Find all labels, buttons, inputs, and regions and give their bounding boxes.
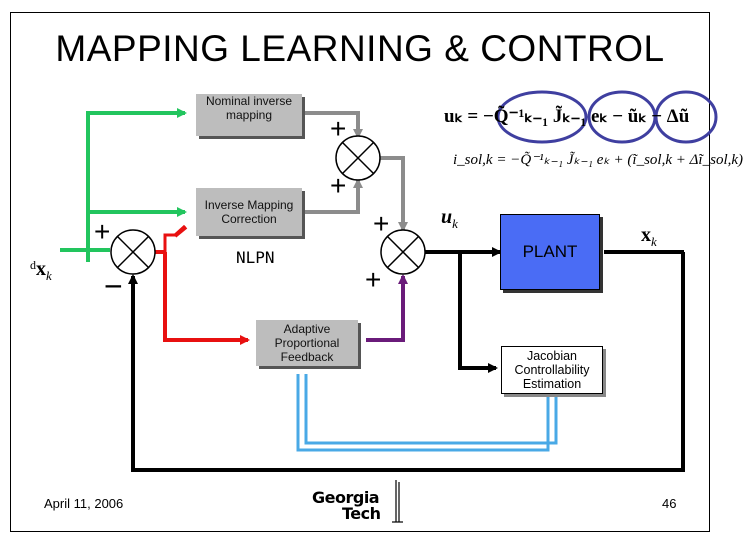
- output-state-sub: k: [651, 234, 657, 249]
- adaptive-feedback-block: Adaptive Proportional Feedback: [256, 320, 358, 366]
- main-sum-plus-top: +: [373, 208, 390, 239]
- summing-junction-error: [110, 229, 156, 275]
- desired-state-symbol: x: [36, 258, 46, 280]
- equation-highlight-circles: [496, 90, 718, 144]
- error-sum-minus: −: [104, 268, 123, 304]
- inverse-mapping-correction-label: Inverse Mapping Correction: [204, 198, 294, 226]
- inverse-mapping-correction-block: Inverse Mapping Correction: [196, 188, 302, 236]
- plant-label: PLANT: [522, 242, 578, 261]
- jacobian-estimation-label: Jacobian Controllability Estimation: [514, 349, 590, 391]
- summing-junction-top: [335, 135, 381, 181]
- green-feedforward-lines: [60, 108, 187, 262]
- control-signal-symbol: u: [441, 206, 453, 228]
- georgia-tech-logo-text: Georgia Tech: [312, 490, 381, 522]
- jacobian-estimation-block: Jacobian Controllability Estimation: [501, 346, 603, 394]
- nlpn-label: NLPN: [236, 248, 275, 267]
- page-number: 46: [662, 496, 677, 511]
- red-error-lines: [154, 224, 250, 345]
- output-state-label: xk: [641, 224, 657, 250]
- top-sum-plus-top: +: [330, 113, 347, 144]
- current-solution-equation: i_sol,k = −Q̃⁻¹ₖ₋₁ J̃ₖ₋₁ eₖ + (ĩ_sol,k +…: [453, 152, 743, 168]
- plant-block: PLANT: [500, 214, 600, 290]
- main-sum-plus-bottom: +: [365, 264, 382, 295]
- purple-feedback-line: [366, 274, 408, 342]
- summing-junction-main: [380, 229, 426, 275]
- control-signal-sub: k: [452, 216, 458, 231]
- adaptive-feedback-label: Adaptive Proportional Feedback: [274, 322, 340, 364]
- blue-parameter-lines: [296, 374, 558, 452]
- desired-state-pre: d: [30, 258, 36, 272]
- nominal-inverse-mapping-label: Nominal inverse mapping: [205, 94, 293, 122]
- gray-signal-lines: [305, 111, 408, 232]
- control-signal-label: uk: [441, 206, 458, 232]
- block-diagram: [60, 90, 718, 523]
- slide-title: MAPPING LEARNING & CONTROL: [55, 28, 665, 69]
- desired-state-label: dxk: [30, 258, 52, 284]
- output-state-symbol: x: [641, 224, 651, 246]
- control-law-equation: uₖ = −Q̃⁻¹ₖ₋₁ J̃ₖ₋₁ eₖ − ũₖ − Δũ: [444, 106, 690, 127]
- logo-line-tech: Tech: [342, 504, 381, 523]
- error-sum-plus: +: [94, 216, 111, 247]
- top-sum-plus-bottom: +: [330, 170, 347, 201]
- footer-date: April 11, 2006: [44, 496, 124, 511]
- logo-line-georgia: Georgia: [312, 488, 380, 507]
- georgia-tech-logo-graphic: [392, 480, 403, 523]
- nominal-inverse-mapping-block: Nominal inverse mapping: [196, 94, 302, 136]
- black-signal-lines: [128, 247, 685, 472]
- desired-state-sub: k: [46, 268, 52, 283]
